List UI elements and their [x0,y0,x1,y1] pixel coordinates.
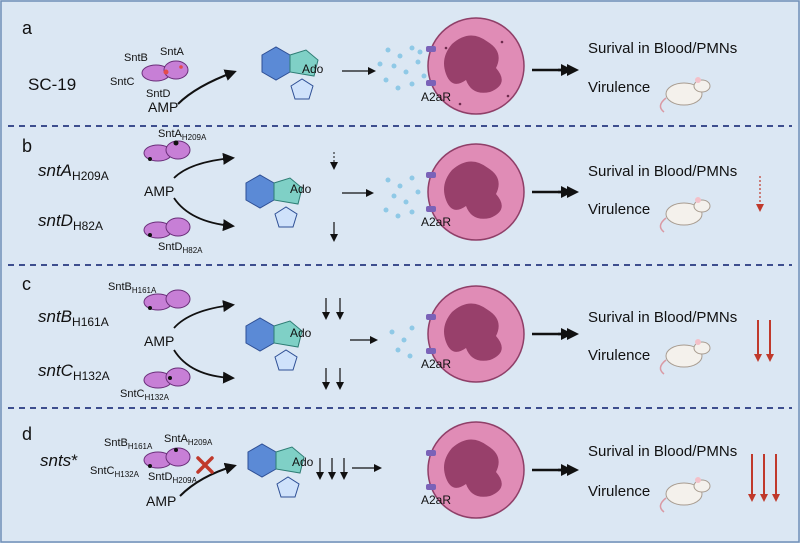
neutrophil [427,143,525,241]
ado-label: Ado [292,455,314,469]
enzyme-complex-top [143,140,191,162]
enzyme-label-sntc: SntC [110,76,135,88]
a2ar-receptor [426,46,436,86]
neutrophil [427,421,525,519]
panel-letter: b [22,136,32,156]
enzyme-label-sntb: SntBH161A [104,437,153,451]
panel-c: c sntBH161A sntCH132A SntBH161A SntCH132… [22,274,774,402]
amp-label: AMP [146,493,176,509]
conversion-arrow-top [173,152,235,179]
strain-label: SC-19 [28,75,76,94]
a2ar-receptor [426,314,436,354]
enzyme-label-sntc: SntCH132A [90,465,140,479]
enzyme-complex-bottom [143,217,191,239]
ado-label: Ado [290,326,312,340]
strain-bottom-label: sntCH132A [38,361,110,383]
enzyme-top-label: SntAH209A [158,128,207,142]
adenosine-cloud [377,45,427,91]
blocked-x-icon [196,456,214,474]
outcome-virulence: Virulence [588,347,650,364]
strain-top-label: sntBH161A [38,307,109,329]
a2ar-label: A2aR [421,90,451,104]
strain-top-label: sntAH209A [38,161,109,183]
conversion-arrow-bottom [173,349,235,384]
strain-label: snts* [40,451,78,470]
ado-label: Ado [290,182,312,196]
enzyme-label-sntd: SntD [146,88,171,100]
a2ar-receptor [426,450,436,490]
a2ar-label: A2aR [421,215,451,229]
outcome-survival: Surival in Blood/PMNs [588,309,737,326]
adenosine-molecule [261,46,319,100]
strain-bottom-label: sntDH82A [38,211,103,233]
mouse-icon [659,197,711,233]
panel-a: a SC-19 SntB SntA SntC SntD AMP Ado [22,17,737,115]
adenosine-molecule [245,317,303,371]
a2ar-label: A2aR [421,493,451,507]
a2ar-receptor [426,172,436,212]
panel-d: d snts* SntBH161A SntAH209A SntCH132A Sn… [22,421,780,519]
mouse-icon [659,477,711,513]
enzyme-complex-bottom [143,367,191,389]
enzyme-bottom-label: SntDH82A [158,241,203,255]
outcome-survival: Surival in Blood/PMNs [588,40,737,57]
enzyme-top-label: SntBH161A [108,281,157,295]
ado-label: Ado [302,62,324,76]
adenosine-molecule [245,174,303,228]
enzyme-label-sntb: SntB [124,52,148,64]
neutrophil [427,17,525,115]
outcome-virulence: Virulence [588,79,650,96]
enzyme-complex [141,60,189,82]
conversion-arrow-bottom [173,197,235,232]
amp-label: AMP [148,99,178,115]
enzyme-label-snta: SntAH209A [164,433,213,447]
mouse-icon [659,339,711,375]
outcome-virulence: Virulence [588,201,650,218]
outcome-survival: Surival in Blood/PMNs [588,443,737,460]
panel-b: b sntAH209A sntDH82A SntAH209A SntDH82A … [22,128,764,255]
adenosine-cloud [383,175,421,219]
enzyme-complex [143,447,191,469]
enzyme-label-sntd: SntDH209A [148,471,198,485]
adenosine-cloud [389,325,415,359]
neutrophil [427,285,525,383]
adenosine-molecule [247,443,305,498]
panel-letter: d [22,424,32,444]
amp-label: AMP [144,333,174,349]
outcome-survival: Surival in Blood/PMNs [588,163,737,180]
a2ar-label: A2aR [421,357,451,371]
conversion-arrow-blocked [179,462,237,497]
enzyme-bottom-label: SntCH132A [120,388,170,402]
panel-letter: c [22,274,31,294]
conversion-arrow [177,69,237,105]
enzyme-label-snta: SntA [160,46,185,58]
enzyme-complex-top [143,289,191,311]
panel-letter: a [22,18,33,38]
mouse-icon [659,77,711,113]
conversion-arrow-top [173,300,235,329]
amp-label: AMP [144,183,174,199]
outcome-virulence: Virulence [588,483,650,500]
